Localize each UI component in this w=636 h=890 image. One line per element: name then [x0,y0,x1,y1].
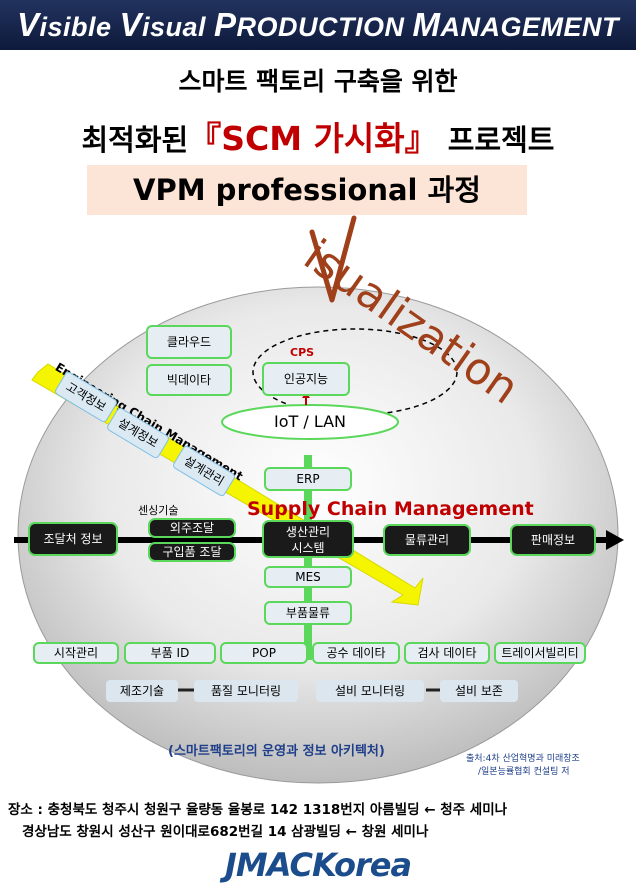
bottom-item-labor-data: 공수 데이타 [312,642,400,664]
ai-box: 인공지능 [262,362,350,396]
main-flow-arrowhead [606,530,624,550]
sensing-label: 센싱기술 [138,504,179,517]
title-pre: 최적화된 [81,123,189,157]
production-line2: 시스템 [291,541,325,555]
tech-item-manufacturing: 제조기술 [106,680,178,702]
address-cheongju: 장소 : 충청북도 청주시 청원구 율량동 율봉로 142 1318번지 아름빌… [8,802,508,818]
parts-logistics-box: 부품물류 [264,601,352,625]
banner-p: P [214,6,237,43]
logo-jmac: JMAC [224,846,313,884]
bottom-item-start-mgmt: 시작관리 [33,642,119,664]
logo-korea: Korea [311,846,412,884]
title-highlight: 『SCM 가시화』 [188,119,438,158]
header-banner: Visible Visual PRODUCTION MANAGEMENT [0,0,636,50]
bottom-item-traceability: 트레이서빌리티 [494,642,586,664]
banner-w4: ANAGEMENT [440,12,620,42]
address-changwon: 경상남도 창원시 성산구 원이대로682번길 14 삼광빌딩 ← 창원 세미나 [22,824,429,840]
cps-label: CPS [290,346,315,359]
diagram-caption: (스마트팩토리의 운영과 정보 아키텍처) [168,744,385,759]
banner-m: M [412,6,441,43]
title-line2: 최적화된『SCM 가시화』 프로젝트 [0,112,636,160]
production-line1: 생산관리 [285,525,331,539]
bottom-item-parts-id: 부품 ID [124,642,216,664]
title-post: 프로젝트 [447,123,555,157]
source-note: 출처:4차 산업혁명과 미래창조 /일본능률협회 컨설팅 저 [466,753,580,779]
banner-v2: V [119,6,142,43]
mes-box: MES [264,566,352,588]
tech-item-maintenance: 설비 보존 [440,680,518,702]
jmac-korea-logo: JMACKorea [0,846,636,884]
logistics-box: 물류관리 [383,524,471,556]
banner-w3: RODUCTION [236,12,413,42]
outsource-box: 외주조달 [148,518,236,538]
supplier-box: 조달처 정보 [28,522,118,556]
iot-ellipse [221,404,399,440]
tech-item-quality-monitoring: 품질 모니터링 [194,680,298,702]
banner-v1: V [16,6,40,43]
tech-item-equipment-monitoring: 설비 모니터링 [316,680,424,702]
cloud-box: 클라우드 [146,325,232,359]
sales-box: 판매정보 [510,524,596,556]
banner-w2: isual [142,12,215,42]
source-line1: 출처:4차 산업혁명과 미래창조 [466,754,580,764]
course-title: VPM professional 과정 [87,165,527,215]
purchase-box: 구입품 조달 [148,542,236,562]
scm-label: Supply Chain Management [247,498,534,520]
bottom-item-pop: POP [220,642,308,664]
bigdata-box: 빅데이타 [146,364,232,396]
title-line1: 스마트 팩토리 구축을 위한 [178,67,458,96]
bottom-item-inspection-data: 검사 데이타 [404,642,490,664]
iot-label: IoT / LAN [273,412,347,431]
visualization-v [309,215,357,303]
production-box: 생산관리 시스템 [262,520,354,558]
banner-w1: isible [39,12,120,42]
source-line2: /일본능률협회 컨설팅 저 [478,767,570,777]
erp-box: ERP [264,467,352,491]
